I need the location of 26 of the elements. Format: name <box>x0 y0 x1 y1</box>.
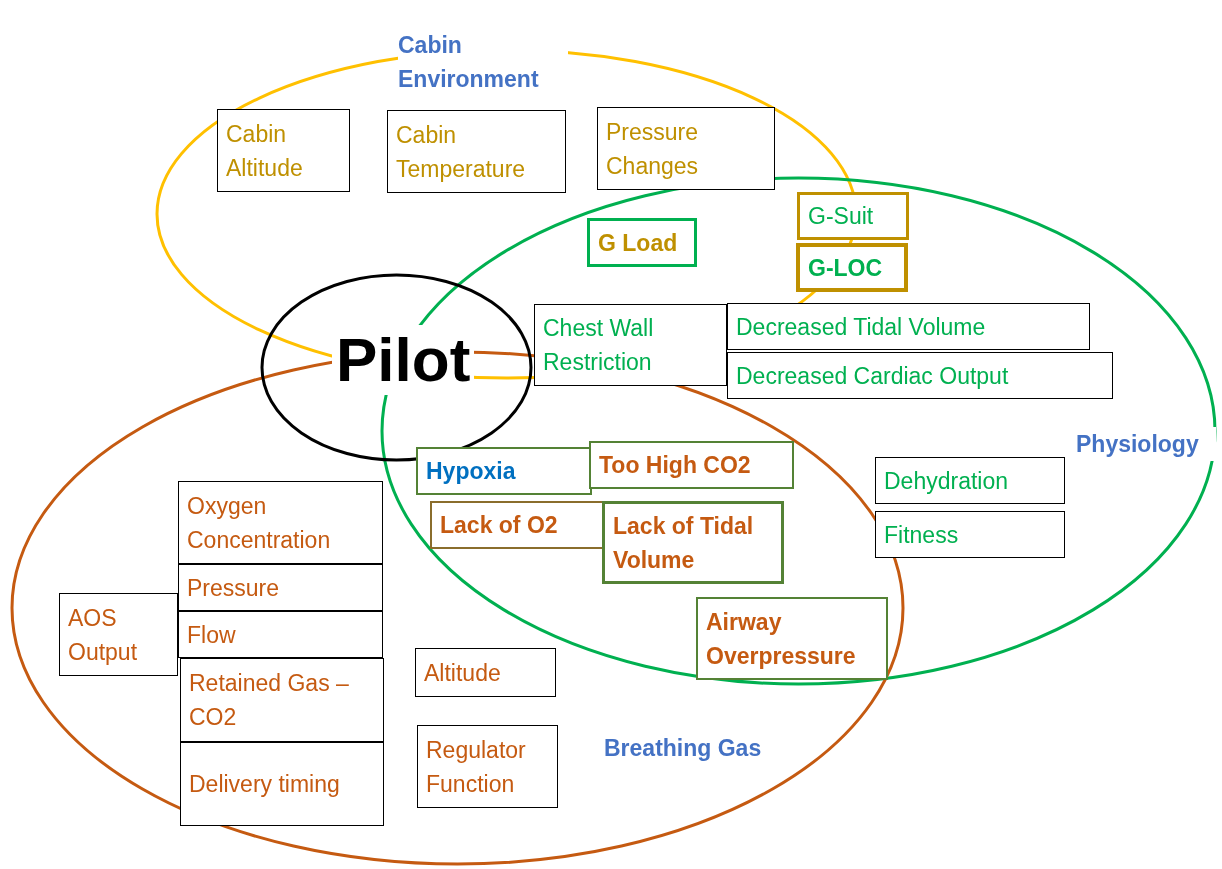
text-box: Pressure Changes <box>597 107 775 190</box>
text-box: Retained Gas – CO2 <box>180 658 384 742</box>
text-box: Cabin Temperature <box>387 110 566 193</box>
group-label: Physiology <box>1076 427 1216 461</box>
group-label: Pilot <box>332 325 475 395</box>
text-box: Delivery timing <box>180 742 384 826</box>
text-box: Fitness <box>875 511 1065 558</box>
text-box: Regulator Function <box>417 725 558 808</box>
text-box: Lack of Tidal Volume <box>602 501 784 584</box>
text-box: Decreased Cardiac Output <box>727 352 1113 399</box>
text-box: Decreased Tidal Volume <box>727 303 1090 350</box>
text-box: Cabin Altitude <box>217 109 350 192</box>
text-box: AOS Output <box>59 593 178 676</box>
text-box: Altitude <box>415 648 556 697</box>
text-box: Airway Overpressure <box>696 597 888 680</box>
text-box: Lack of O2 <box>430 501 604 549</box>
text-box: Flow <box>178 611 383 658</box>
text-box: Pressure <box>178 564 383 611</box>
text-box: Too High CO2 <box>589 441 794 489</box>
text-box: Chest Wall Restriction <box>534 304 727 386</box>
text-box: Dehydration <box>875 457 1065 504</box>
text-box: G-Suit <box>797 192 909 240</box>
text-box: Hypoxia <box>416 447 592 495</box>
text-box: G-LOC <box>796 243 908 292</box>
text-box: G Load <box>587 218 697 267</box>
text-box: Oxygen Concentration <box>178 481 383 564</box>
